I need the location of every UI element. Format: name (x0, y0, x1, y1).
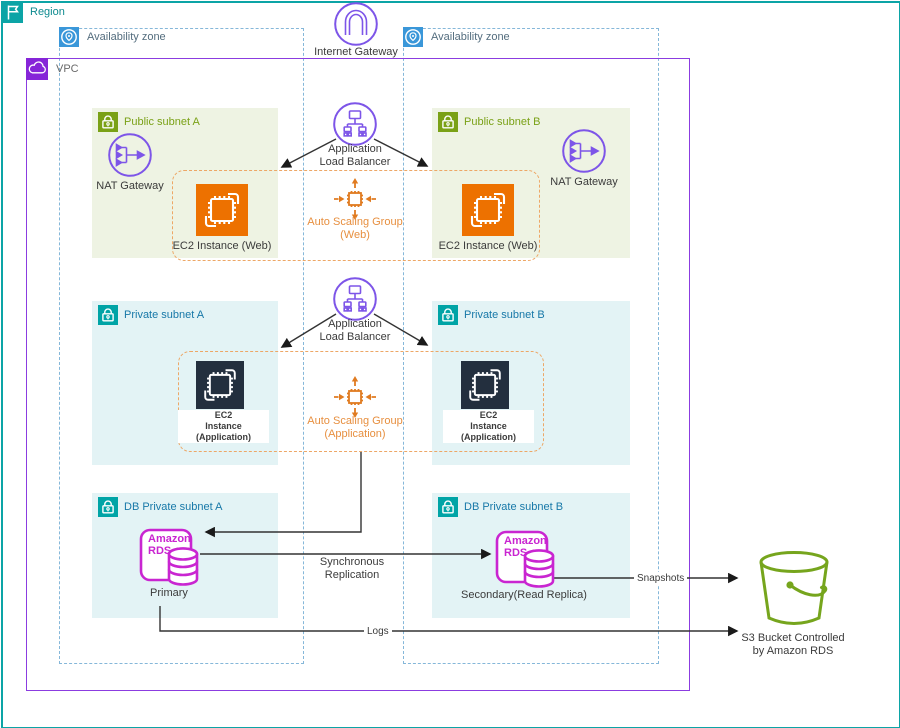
vpc-cloud-icon (26, 58, 48, 80)
vpc-box (26, 58, 690, 691)
nat-gateway-b-icon (562, 129, 606, 173)
internet-gateway-icon (334, 2, 378, 46)
db-private-subnet-b-lock-icon (438, 497, 458, 517)
private-subnet-b-lock-icon (438, 305, 458, 325)
az-a-label: Availability zone (87, 31, 166, 43)
vpc-label: VPC (56, 63, 79, 75)
private-subnet-b-label: Private subnet B (464, 309, 545, 321)
ec2-web-b-label: EC2 Instance (Web) (438, 240, 538, 252)
s3-bucket-label: S3 Bucket Controlled by Amazon RDS (741, 632, 845, 657)
asg-app-label: Auto Scaling Group (Application) (307, 415, 403, 440)
db-private-subnet-a-lock-icon (98, 497, 118, 517)
alb-app-label: Application Load Balancer (319, 318, 391, 343)
ec2-app-b-icon (461, 361, 509, 409)
rds-primary-icon-text: Amazon RDS (148, 533, 191, 557)
asg-web-icon (332, 176, 378, 222)
nat-gateway-b-label: NAT Gateway (550, 176, 618, 188)
alb-web-label: Application Load Balancer (319, 143, 391, 168)
public-subnet-b-label: Public subnet B (464, 116, 541, 128)
ec2-app-a-icon (196, 361, 244, 409)
az-a-location-pin-icon (59, 27, 79, 47)
nat-gateway-a-icon (108, 133, 152, 177)
internet-gateway-label: Internet Gateway (314, 46, 398, 58)
ec2-web-a-label: EC2 Instance (Web) (172, 240, 272, 252)
rds-primary-label: Primary (150, 587, 188, 599)
logs-label: Logs (364, 625, 392, 638)
ec2-app-b-label: EC2 Instance (Application) (443, 410, 534, 443)
az-b-location-pin-icon (403, 27, 423, 47)
s3-bucket-icon (753, 548, 835, 636)
rds-primary-icon (139, 527, 201, 591)
private-subnet-a-label: Private subnet A (124, 309, 205, 321)
db-private-subnet-a-label: DB Private subnet A (124, 501, 223, 513)
asg-web-box (172, 170, 540, 261)
rds-secondary-label: Secondary(Read Replica) (461, 589, 587, 601)
az-b-label: Availability zone (431, 31, 510, 43)
rds-secondary-icon-text: Amazon RDS (504, 535, 547, 559)
rds-secondary-icon (495, 529, 557, 593)
region-label: Region (30, 6, 65, 18)
snapshots-label: Snapshots (634, 572, 688, 585)
sync-replication-label: Synchronous Replication (319, 556, 385, 581)
private-subnet-a-lock-icon (98, 305, 118, 325)
ec2-app-a-label: EC2 Instance (Application) (178, 410, 269, 443)
alb-web-icon (333, 102, 377, 146)
region-flag-icon (2, 2, 23, 23)
alb-app-icon (333, 277, 377, 321)
ec2-web-a-icon (196, 184, 248, 236)
public-subnet-a-label: Public subnet A (124, 116, 200, 128)
nat-gateway-a-label: NAT Gateway (96, 180, 164, 192)
asg-web-label: Auto Scaling Group (Web) (307, 216, 403, 241)
public-subnet-a-lock-icon (98, 112, 118, 132)
ec2-web-b-icon (462, 184, 514, 236)
availability-zone-b-box (403, 28, 659, 664)
db-private-subnet-b-label: DB Private subnet B (464, 501, 564, 513)
asg-app-box (178, 351, 544, 452)
public-subnet-b-lock-icon (438, 112, 458, 132)
asg-app-icon (332, 374, 378, 420)
